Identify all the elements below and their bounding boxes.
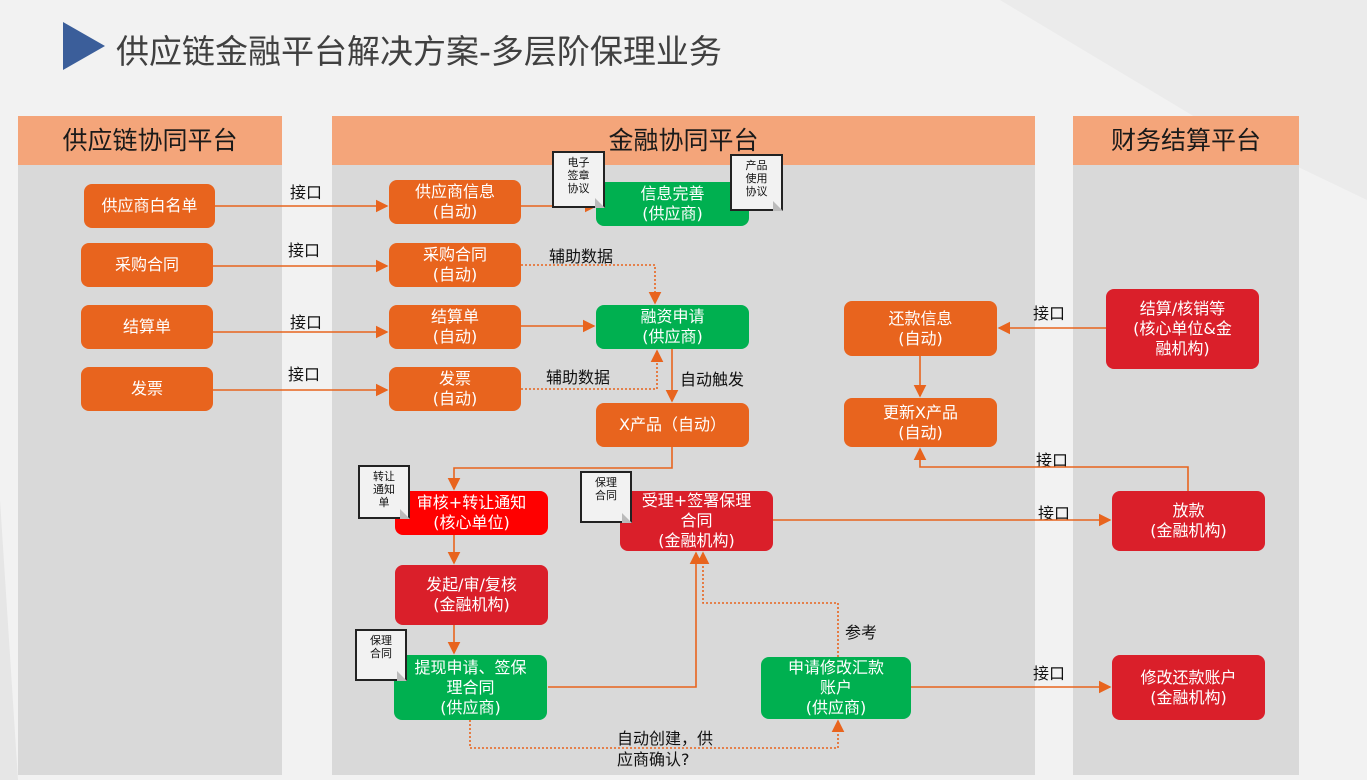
transfer-notice-doc-icon: 转让 通知 单 [358, 465, 410, 519]
column-header: 财务结算平台 [1073, 116, 1299, 165]
supplier-info-box[interactable]: 供应商信息 (自动) [389, 180, 521, 224]
review-box[interactable]: 审核+转让通知 (核心单位) [395, 491, 548, 535]
interface-label: 接口 [1038, 504, 1071, 523]
invoice-auto-box[interactable]: 发票 (自动) [389, 367, 521, 411]
reference-label: 参考 [845, 623, 878, 642]
column-header: 金融协同平台 [332, 116, 1035, 165]
finance-apply-box[interactable]: 融资申请 (供应商) [596, 305, 749, 349]
settlement-box[interactable]: 结算单 [81, 305, 213, 349]
factoring-contract-doc-icon: 保理 合同 [580, 471, 632, 523]
interface-label: 接口 [1036, 451, 1069, 470]
settlement-auto-box[interactable]: 结算单 (自动) [389, 305, 521, 349]
auto-create-label: 自动创建，供 应商确认? [617, 729, 714, 769]
purchase-contract-box[interactable]: 采购合同 [81, 243, 213, 287]
info-complete-box[interactable]: 信息完善 (供应商) [596, 182, 749, 226]
column-header: 供应链协同平台 [18, 116, 282, 165]
interface-label: 接口 [288, 365, 321, 384]
aux-data-label: 辅助数据 [546, 368, 611, 387]
auto-trigger-label: 自动触发 [680, 370, 745, 389]
accept-sign-box[interactable]: 受理+签署保理 合同 (金融机构) [620, 491, 773, 551]
repay-info-box[interactable]: 还款信息 (自动) [844, 301, 997, 356]
x-product-box[interactable]: X产品（自动） [596, 403, 749, 447]
modify-repay-account-box[interactable]: 修改还款账户 (金融机构) [1112, 655, 1265, 720]
esign-agreement-doc-icon: 电子 签章 协议 [552, 151, 605, 208]
title-triangle-icon [63, 22, 105, 70]
withdraw-apply-box[interactable]: 提现申请、签保 理合同 (供应商) [394, 655, 547, 720]
modify-account-apply-box[interactable]: 申请修改汇款 账户 (供应商) [761, 657, 911, 719]
interface-label: 接口 [290, 183, 323, 202]
interface-label: 接口 [288, 241, 321, 260]
supplier-whitelist-box[interactable]: 供应商白名单 [84, 184, 215, 228]
loan-box[interactable]: 放款 (金融机构) [1112, 491, 1265, 551]
factoring-contract-doc-icon: 保理 合同 [355, 629, 407, 681]
initiate-review-box[interactable]: 发起/审/复核 (金融机构) [395, 565, 548, 625]
interface-label: 接口 [1033, 664, 1066, 683]
invoice-box[interactable]: 发票 [81, 367, 213, 411]
settle-writeoff-box[interactable]: 结算/核销等 (核心单位&金 融机构) [1106, 289, 1259, 369]
product-agreement-doc-icon: 产品 使用 协议 [730, 154, 783, 211]
aux-data-label: 辅助数据 [549, 247, 614, 266]
update-x-product-box[interactable]: 更新X产品 (自动) [844, 398, 997, 447]
interface-label: 接口 [290, 313, 323, 332]
purchase-auto-box[interactable]: 采购合同 (自动) [389, 243, 521, 287]
page-title: 供应链金融平台解决方案-多层阶保理业务 [116, 32, 722, 71]
interface-label: 接口 [1033, 304, 1066, 323]
